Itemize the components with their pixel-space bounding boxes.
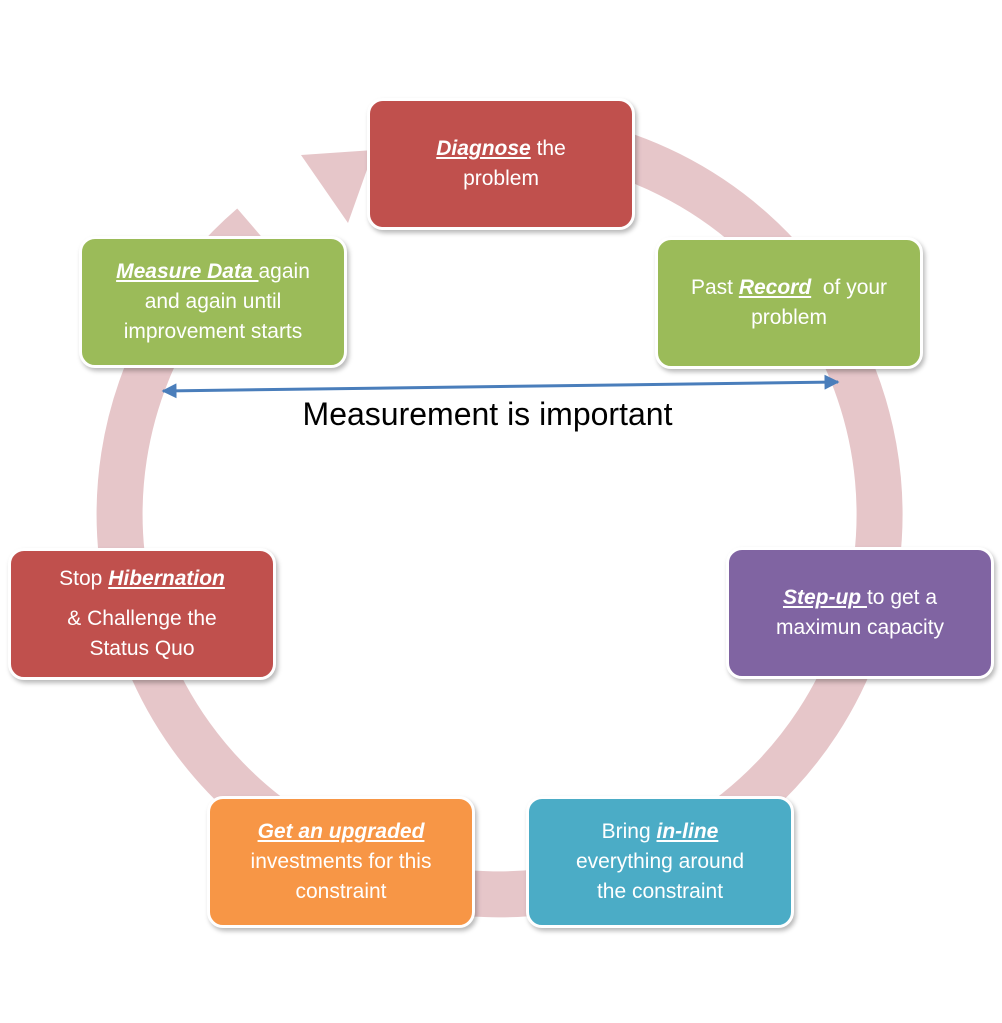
step-text-line: and again until — [145, 287, 282, 317]
step-text-line: the constraint — [597, 877, 723, 907]
step-keyword: Hibernation — [108, 567, 225, 590]
step-keyword: Step-up — [782, 586, 867, 609]
step-text-line: Stop Hibernation — [59, 564, 225, 594]
step-keyword: Diagnose — [436, 137, 531, 160]
step-text: problem — [463, 167, 539, 190]
step-text-line: problem — [751, 303, 827, 333]
step-keyword: Measure Data — [116, 260, 259, 283]
step-text-line: constraint — [295, 877, 386, 907]
step-text: & Challenge the — [67, 607, 217, 630]
step-text: improvement starts — [123, 320, 303, 343]
step-upgrade-box: Get an upgraded investments for this const… — [207, 796, 475, 928]
step-keyword: Record — [738, 276, 812, 299]
step-text: everything around — [575, 850, 745, 873]
step-text-line: Step-up to get a — [783, 583, 937, 613]
step-text: maximun capacity — [775, 616, 945, 639]
step-text-line: Past Record of your — [691, 273, 887, 303]
step-text-line: maximun capacity — [776, 613, 944, 643]
step-text: constraint — [295, 880, 387, 903]
measurement-arrow — [161, 374, 840, 399]
step-text-line: & Challenge the — [67, 604, 216, 634]
step-text-line: Measure Data again — [116, 257, 310, 287]
step-text-line: improvement starts — [124, 317, 303, 347]
step-inline-box: Bring in-line everything around the constr… — [526, 796, 794, 928]
step-keyword: Get an upgraded — [257, 820, 425, 843]
cycle-ring-arrowhead — [301, 150, 374, 223]
step-text: the — [530, 137, 566, 160]
step-text: Stop — [59, 567, 109, 590]
step-text-line: Diagnose the — [436, 134, 566, 164]
step-diagnose-box: Diagnose the problem — [367, 98, 635, 230]
step-measure-box: Measure Data again and again until improve… — [79, 236, 347, 368]
step-text: investments for this — [250, 850, 432, 873]
step-text-line: investments for this — [251, 847, 432, 877]
step-text: of your — [811, 276, 888, 299]
step-text-line: everything around — [576, 847, 744, 877]
step-text-line: Status Quo — [89, 634, 194, 664]
measurement-caption: Measurement is important — [302, 396, 673, 432]
step-text-line: Bring in-line — [602, 817, 719, 847]
step-text: Bring — [601, 820, 657, 843]
step-text: Past — [690, 276, 739, 299]
step-text-line: Get an upgraded — [258, 817, 425, 847]
step-stepup-box: Step-up to get a maximun capacity — [726, 547, 994, 679]
step-keyword: in-line — [656, 820, 719, 843]
step-text: Status Quo — [89, 637, 195, 660]
step-text-line: problem — [463, 164, 539, 194]
step-text: and again until — [144, 290, 282, 313]
step-text: to get a — [866, 586, 938, 609]
step-record-box: Past Record of your problem — [655, 237, 923, 369]
step-text: problem — [751, 306, 827, 329]
step-text: the constraint — [596, 880, 724, 903]
step-text: again — [258, 260, 310, 283]
